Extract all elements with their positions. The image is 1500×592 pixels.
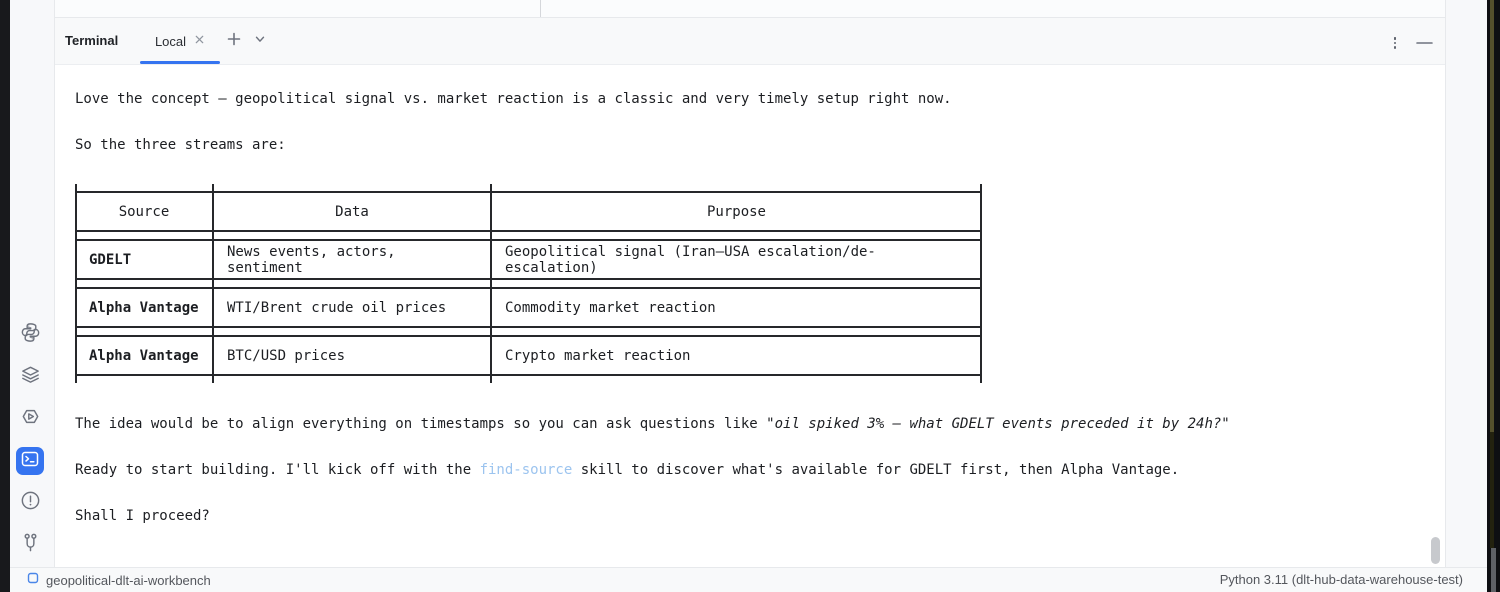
sidebar-item-terminal[interactable] [16, 447, 44, 475]
cell-purpose: Geopolitical signal (Iran–USA escalation… [491, 239, 982, 280]
cell-source: GDELT [75, 239, 213, 280]
sidebar-item-services[interactable] [16, 405, 44, 433]
python-icon [19, 321, 42, 349]
editor-bottom-strip [55, 0, 1445, 18]
cell-source: Alpha Vantage [75, 335, 213, 376]
scrollbar-thumb[interactable] [1431, 537, 1440, 564]
sidebar-item-layers[interactable] [16, 363, 44, 391]
layers-icon [19, 363, 42, 391]
project-icon [27, 571, 39, 589]
project-widget[interactable]: geopolitical-dlt-ai-workbench [27, 571, 211, 589]
tab-label: Local [154, 33, 187, 49]
sidebar-item-version-control[interactable] [16, 531, 44, 559]
sidebar-item-python[interactable] [16, 321, 44, 349]
table-row: Alpha Vantage BTC/USD prices Crypto mark… [75, 335, 982, 376]
project-name: geopolitical-dlt-ai-workbench [46, 572, 211, 588]
status-bar: geopolitical-dlt-ai-workbench Python 3.1… [10, 567, 1487, 592]
col-header-data: Data [213, 191, 491, 232]
table-vline [75, 184, 77, 383]
cell-purpose: Crypto market reaction [491, 335, 982, 376]
terminal-header: Terminal Local [55, 18, 1445, 65]
terminal-line: The idea would be to align everything on… [75, 416, 1230, 432]
table-vline [980, 184, 982, 383]
cell-data: News events, actors, sentiment [213, 239, 491, 280]
line-text: The idea would be to align everything on… [75, 416, 767, 432]
table-vline [212, 184, 214, 383]
services-icon [19, 405, 42, 433]
edge-accent-line [1490, 0, 1494, 432]
panel-title: Terminal [65, 33, 119, 48]
tool-window-bar [10, 0, 55, 567]
close-icon[interactable] [194, 32, 205, 50]
edge-scroll-fragment [1491, 548, 1496, 592]
cell-data: WTI/Brent crude oil prices [213, 287, 491, 328]
line-text: skill to discover what's available for G… [572, 462, 1180, 478]
cell-source: Alpha Vantage [75, 287, 213, 328]
sidebar-item-problems[interactable] [16, 489, 44, 517]
tab-dropdown-button[interactable] [247, 18, 273, 64]
terminal-line: Love the concept — geopolitical signal v… [75, 91, 952, 107]
terminal-line: Ready to start building. I'll kick off w… [75, 462, 1179, 478]
more-options-button[interactable] [1385, 18, 1405, 64]
terminal-panel: Terminal Local [55, 18, 1445, 567]
find-source-skill-token: find-source [479, 462, 573, 478]
interpreter-label: Python 3.11 (dlt-hub-data-warehouse-test… [1219, 572, 1463, 587]
new-tab-button[interactable] [221, 18, 247, 64]
terminal-icon [18, 447, 42, 476]
interpreter-widget[interactable]: Python 3.11 (dlt-hub-data-warehouse-test… [1220, 571, 1463, 589]
table-row: GDELT News events, actors, sentiment Geo… [75, 239, 982, 280]
right-gutter [1445, 0, 1487, 567]
editor-split-divider [540, 0, 541, 17]
problems-icon [19, 489, 42, 517]
line-text: Ready to start building. I'll kick off w… [75, 462, 480, 478]
minimize-icon [1415, 32, 1433, 50]
terminal-line: Shall I proceed? [75, 508, 210, 524]
plus-icon [226, 31, 242, 52]
edge-accent-fade [1490, 432, 1494, 548]
minimize-button[interactable] [1411, 18, 1437, 64]
terminal-table: Source Data Purpose GDELT News events, a… [75, 184, 982, 383]
active-tab-underline [140, 61, 220, 64]
chevron-down-icon [253, 32, 267, 51]
window-right-edge-strip [1487, 0, 1500, 592]
terminal-output: Love the concept — geopolitical signal v… [55, 65, 1445, 567]
quoted-question: "oil spiked 3% — what GDELT events prece… [766, 416, 1230, 432]
table-row: Alpha Vantage WTI/Brent crude oil prices… [75, 287, 982, 328]
git-branch-icon [19, 531, 42, 559]
col-header-purpose: Purpose [491, 191, 982, 232]
cell-purpose: Commodity market reaction [491, 287, 982, 328]
table-header-row: Source Data Purpose [75, 191, 982, 232]
tab-local[interactable]: Local [140, 18, 220, 64]
window-left-edge-strip [0, 0, 10, 592]
table-vline [490, 184, 492, 383]
terminal-line: So the three streams are: [75, 137, 286, 153]
kebab-icon [1393, 37, 1397, 50]
cell-data: BTC/USD prices [213, 335, 491, 376]
col-header-source: Source [75, 191, 213, 232]
